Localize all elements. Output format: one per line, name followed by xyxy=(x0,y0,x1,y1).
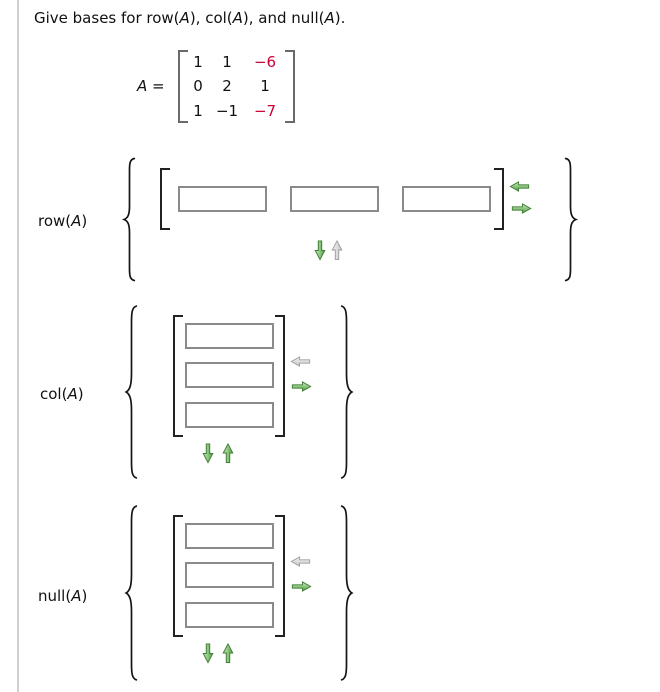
matrix-cell: 2 xyxy=(222,77,232,96)
matrix-open-bracket xyxy=(178,50,188,123)
left-arrow-icon xyxy=(290,556,311,567)
null-vector-entry-1-input[interactable] xyxy=(185,523,274,549)
matrix-cell: 1 xyxy=(193,53,203,72)
matrix-close-bracket xyxy=(285,50,295,123)
row-vector-entry-3-input[interactable] xyxy=(402,186,491,212)
matrix-cell: −7 xyxy=(253,101,277,120)
null-vector-entry-3-input[interactable] xyxy=(185,602,274,628)
right-arrow-icon xyxy=(291,581,312,592)
vector-close-bracket xyxy=(494,168,504,230)
matrix-cell: −1 xyxy=(215,101,239,120)
null-left-arrow-button xyxy=(290,556,311,567)
question-title: Give bases for row(A), col(A), and null(… xyxy=(34,9,346,27)
vector-open-bracket xyxy=(160,168,170,230)
row-vector-entry-1-input[interactable] xyxy=(178,186,267,212)
set-open-brace-icon xyxy=(124,504,139,682)
vector-close-bracket xyxy=(275,315,285,437)
col-vector-entry-1-input[interactable] xyxy=(185,323,274,349)
vector-open-bracket xyxy=(173,515,183,637)
up-arrow-icon xyxy=(331,239,343,261)
matrix-cell: 1 xyxy=(193,101,203,120)
down-arrow-icon xyxy=(202,643,214,664)
set-open-brace-icon xyxy=(122,157,137,282)
down-arrow-icon xyxy=(314,240,326,261)
matrix-cell: 1 xyxy=(260,77,270,96)
set-close-brace-icon xyxy=(339,304,354,480)
col-vector-entry-3-input[interactable] xyxy=(185,402,274,428)
null-up-arrow-button[interactable] xyxy=(222,642,234,664)
null-right-arrow-button[interactable] xyxy=(291,581,312,592)
up-arrow-icon xyxy=(222,642,234,664)
row-label: row(A) xyxy=(38,212,88,230)
row-up-arrow-button xyxy=(331,239,343,261)
right-arrow-icon xyxy=(291,381,312,392)
matrix-a-entries: 1 1 −6 0 2 1 1 −1 −7 xyxy=(188,50,284,123)
matrix-cell: −6 xyxy=(253,53,277,72)
down-arrow-icon xyxy=(202,443,214,464)
col-up-arrow-button[interactable] xyxy=(222,442,234,464)
row-down-arrow-button[interactable] xyxy=(314,240,326,261)
panel-left-border xyxy=(17,0,19,692)
col-vector-entry-2-input[interactable] xyxy=(185,362,274,388)
col-left-arrow-button xyxy=(290,356,311,367)
matrix-cell: 1 xyxy=(222,53,232,72)
null-vector-entry-2-input[interactable] xyxy=(185,562,274,588)
vector-close-bracket xyxy=(275,515,285,637)
col-label: col(A) xyxy=(40,385,84,403)
set-open-brace-icon xyxy=(124,304,139,480)
matrix-cell: 0 xyxy=(193,77,203,96)
set-close-brace-icon xyxy=(563,157,578,282)
row-vector-entry-2-input[interactable] xyxy=(290,186,379,212)
right-arrow-icon xyxy=(511,203,532,214)
row-left-arrow-button[interactable] xyxy=(509,181,530,192)
col-down-arrow-button[interactable] xyxy=(202,443,214,464)
row-right-arrow-button[interactable] xyxy=(511,203,532,214)
set-close-brace-icon xyxy=(339,504,354,682)
left-arrow-icon xyxy=(290,356,311,367)
matrix-a-name: A = xyxy=(137,77,165,95)
col-right-arrow-button[interactable] xyxy=(291,381,312,392)
vector-open-bracket xyxy=(173,315,183,437)
null-down-arrow-button[interactable] xyxy=(202,643,214,664)
null-label: null(A) xyxy=(38,587,88,605)
left-arrow-icon xyxy=(509,181,530,192)
up-arrow-icon xyxy=(222,442,234,464)
